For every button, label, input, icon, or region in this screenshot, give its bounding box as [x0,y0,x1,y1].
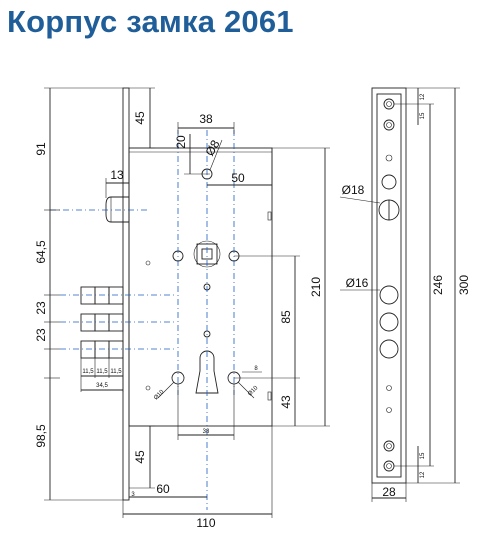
dim-11-5-c: 11,5 [110,369,122,375]
dim-phi8: Ø8 [202,137,222,158]
dim-210: 210 [309,277,323,297]
dim-phi10-a: Ø10 [153,389,166,402]
dim-11-5-b: 11,5 [96,369,108,375]
diagram-title: Корпус замка 2061 [7,4,294,39]
dead-bolts [80,286,124,359]
dim-3: 3 [131,492,135,498]
dim-phi10-b: Ø10 [247,385,260,398]
dim-phi18: Ø18 [342,183,365,197]
faceplate-front [371,87,407,484]
dim-38-small: 38 [203,429,210,435]
dim-11-5-a: 11,5 [82,369,94,375]
faceplate-bolt-hole-1 [379,285,399,305]
dim-34-5: 34,5 [96,383,108,389]
dim-300: 300 [457,275,471,295]
dim-64-5: 64,5 [34,240,48,264]
dim-23-b: 23 [34,328,48,342]
dim-43: 43 [279,395,293,409]
dim-20: 20 [174,135,188,149]
latch-bolt [105,196,130,223]
dim-60: 60 [156,482,170,496]
dim-12-bottom: 12 [420,471,426,478]
lock-case [128,147,273,427]
dim-45-bottom: 45 [133,450,147,464]
dim-phi16: Ø16 [346,276,369,290]
dim-15-top: 15 [420,112,426,119]
faceplate-bolt-hole-2 [379,312,399,332]
faceplate-screw-hole-3 [383,440,395,452]
dim-38: 38 [199,112,213,126]
cylinder-cutout [195,350,219,394]
dim-13: 13 [110,168,124,182]
faceplate [122,87,130,501]
dim-98-5: 98,5 [34,424,48,448]
dim-12-top: 12 [420,93,426,100]
dim-110: 110 [196,516,215,530]
faceplate-screw-hole-2 [383,119,395,131]
dim-91: 91 [34,142,48,156]
dim-15-bottom: 15 [420,452,426,459]
dim-45-top: 45 [133,111,147,125]
faceplate-screw-hole-4 [383,460,395,472]
faceplate-trigger [381,174,397,190]
dim-8: 8 [254,366,258,372]
faceplate-screw-hole-1 [383,98,395,110]
dim-23-a: 23 [34,301,48,315]
dim-85: 85 [279,310,293,324]
dim-246: 246 [431,275,445,295]
faceplate-bolt-hole-3 [379,339,399,359]
dim-28: 28 [382,485,396,499]
dim-50: 50 [231,171,245,185]
